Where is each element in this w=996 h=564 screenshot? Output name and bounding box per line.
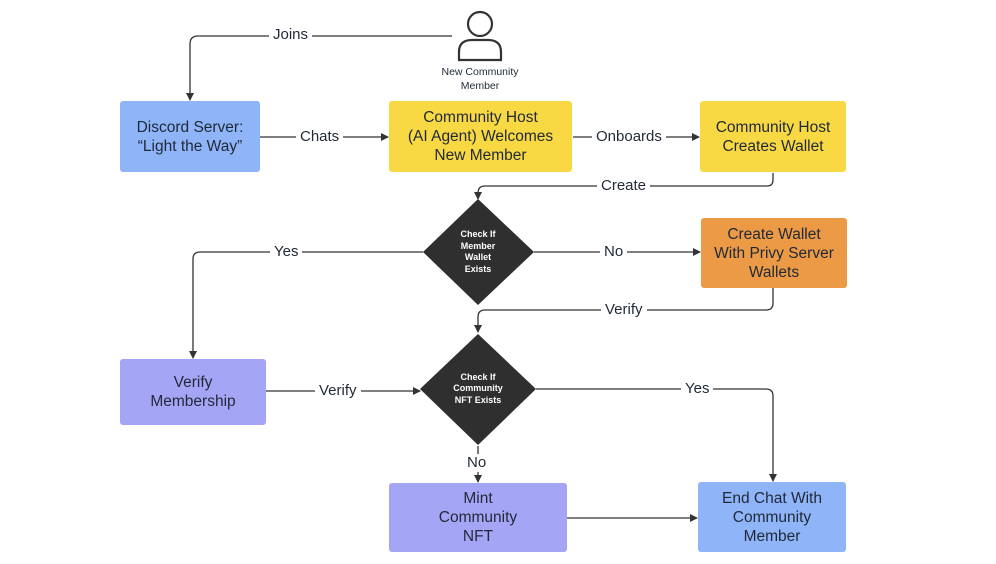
check-wallet-diamond: [423, 199, 534, 305]
node-mint-nft: Mint Community NFT: [389, 483, 567, 552]
node-mint-nft-line2: Community: [438, 509, 518, 526]
edge-label-create: Create: [597, 177, 651, 195]
node-check-wallet-line4: Exists: [464, 263, 492, 274]
node-check-nft-line3: NFT Exists: [454, 394, 502, 405]
node-host-welcome-line1: Community Host: [423, 109, 538, 126]
actor-label-line1: New Community: [441, 66, 519, 78]
edge-label-verify-privy: Verify: [601, 301, 647, 319]
node-host-wallet-line2: Creates Wallet: [722, 137, 824, 155]
actor-label: New Community Member: [425, 65, 535, 93]
node-privy-wallet: Create Wallet With Privy Server Wallets: [701, 218, 847, 288]
edge-label-nft-yes: Yes: [681, 380, 714, 398]
node-privy-wallet-line3: Wallets: [748, 263, 800, 281]
edge-wallet-yes: [189, 251, 423, 359]
node-discord-line1: Discord Server:: [136, 118, 244, 136]
node-end-chat: End Chat With Community Member: [698, 482, 846, 552]
node-community-host-wallet: Community Host Creates Wallet: [700, 101, 846, 172]
node-check-nft-line1: Check If: [460, 371, 496, 382]
edge-nft-yes: [536, 388, 777, 482]
node-discord-line2: “Light the Way”: [137, 137, 243, 155]
node-verify-membership-line2: Membership: [150, 393, 236, 410]
node-mint-nft-line1: Mint: [463, 490, 493, 507]
node-privy-wallet-line2: With Privy Server: [714, 244, 834, 262]
person-icon: [457, 10, 503, 62]
edge-label-joins: Joins: [269, 26, 313, 44]
edge-joins: [186, 35, 452, 101]
node-check-nft-line2: Community: [453, 383, 503, 394]
node-end-chat-line3: Member: [743, 527, 801, 545]
node-privy-wallet-line1: Create Wallet: [727, 225, 821, 243]
node-check-wallet-line1: Check If: [460, 229, 496, 239]
edge-label-wallet-yes: Yes: [270, 243, 303, 261]
edge-label-onboards: Onboards: [592, 128, 666, 146]
node-mint-nft-line3: NFT: [462, 528, 494, 545]
node-end-chat-line2: Community: [732, 508, 812, 526]
node-host-welcome-line3: New Member: [434, 147, 527, 164]
node-verify-membership-line1: Verify: [173, 374, 213, 391]
actor-label-line2: Member: [460, 80, 500, 92]
node-host-wallet-line1: Community Host: [715, 118, 831, 136]
node-community-host-welcome: Community Host (AI Agent) Welcomes New M…: [389, 101, 572, 172]
node-check-wallet: Check If Member Wallet Exists: [441, 225, 515, 279]
check-nft-diamond: [420, 334, 536, 445]
edge-label-nft-no: No: [463, 454, 491, 472]
edge-label-verify-membership: Verify: [315, 382, 361, 400]
node-end-chat-line1: End Chat With: [722, 489, 822, 507]
node-verify-membership: Verify Membership: [120, 359, 266, 425]
edge-label-wallet-no: No: [600, 243, 628, 261]
node-check-nft: Check If Community NFT Exists: [441, 368, 515, 410]
node-check-wallet-line3: Wallet: [464, 252, 492, 262]
node-host-welcome-line2: (AI Agent) Welcomes: [407, 128, 554, 145]
edge-label-chats: Chats: [296, 128, 344, 146]
node-check-wallet-line2: Member: [460, 240, 496, 251]
node-discord-server: Discord Server: “Light the Way”: [120, 101, 260, 172]
